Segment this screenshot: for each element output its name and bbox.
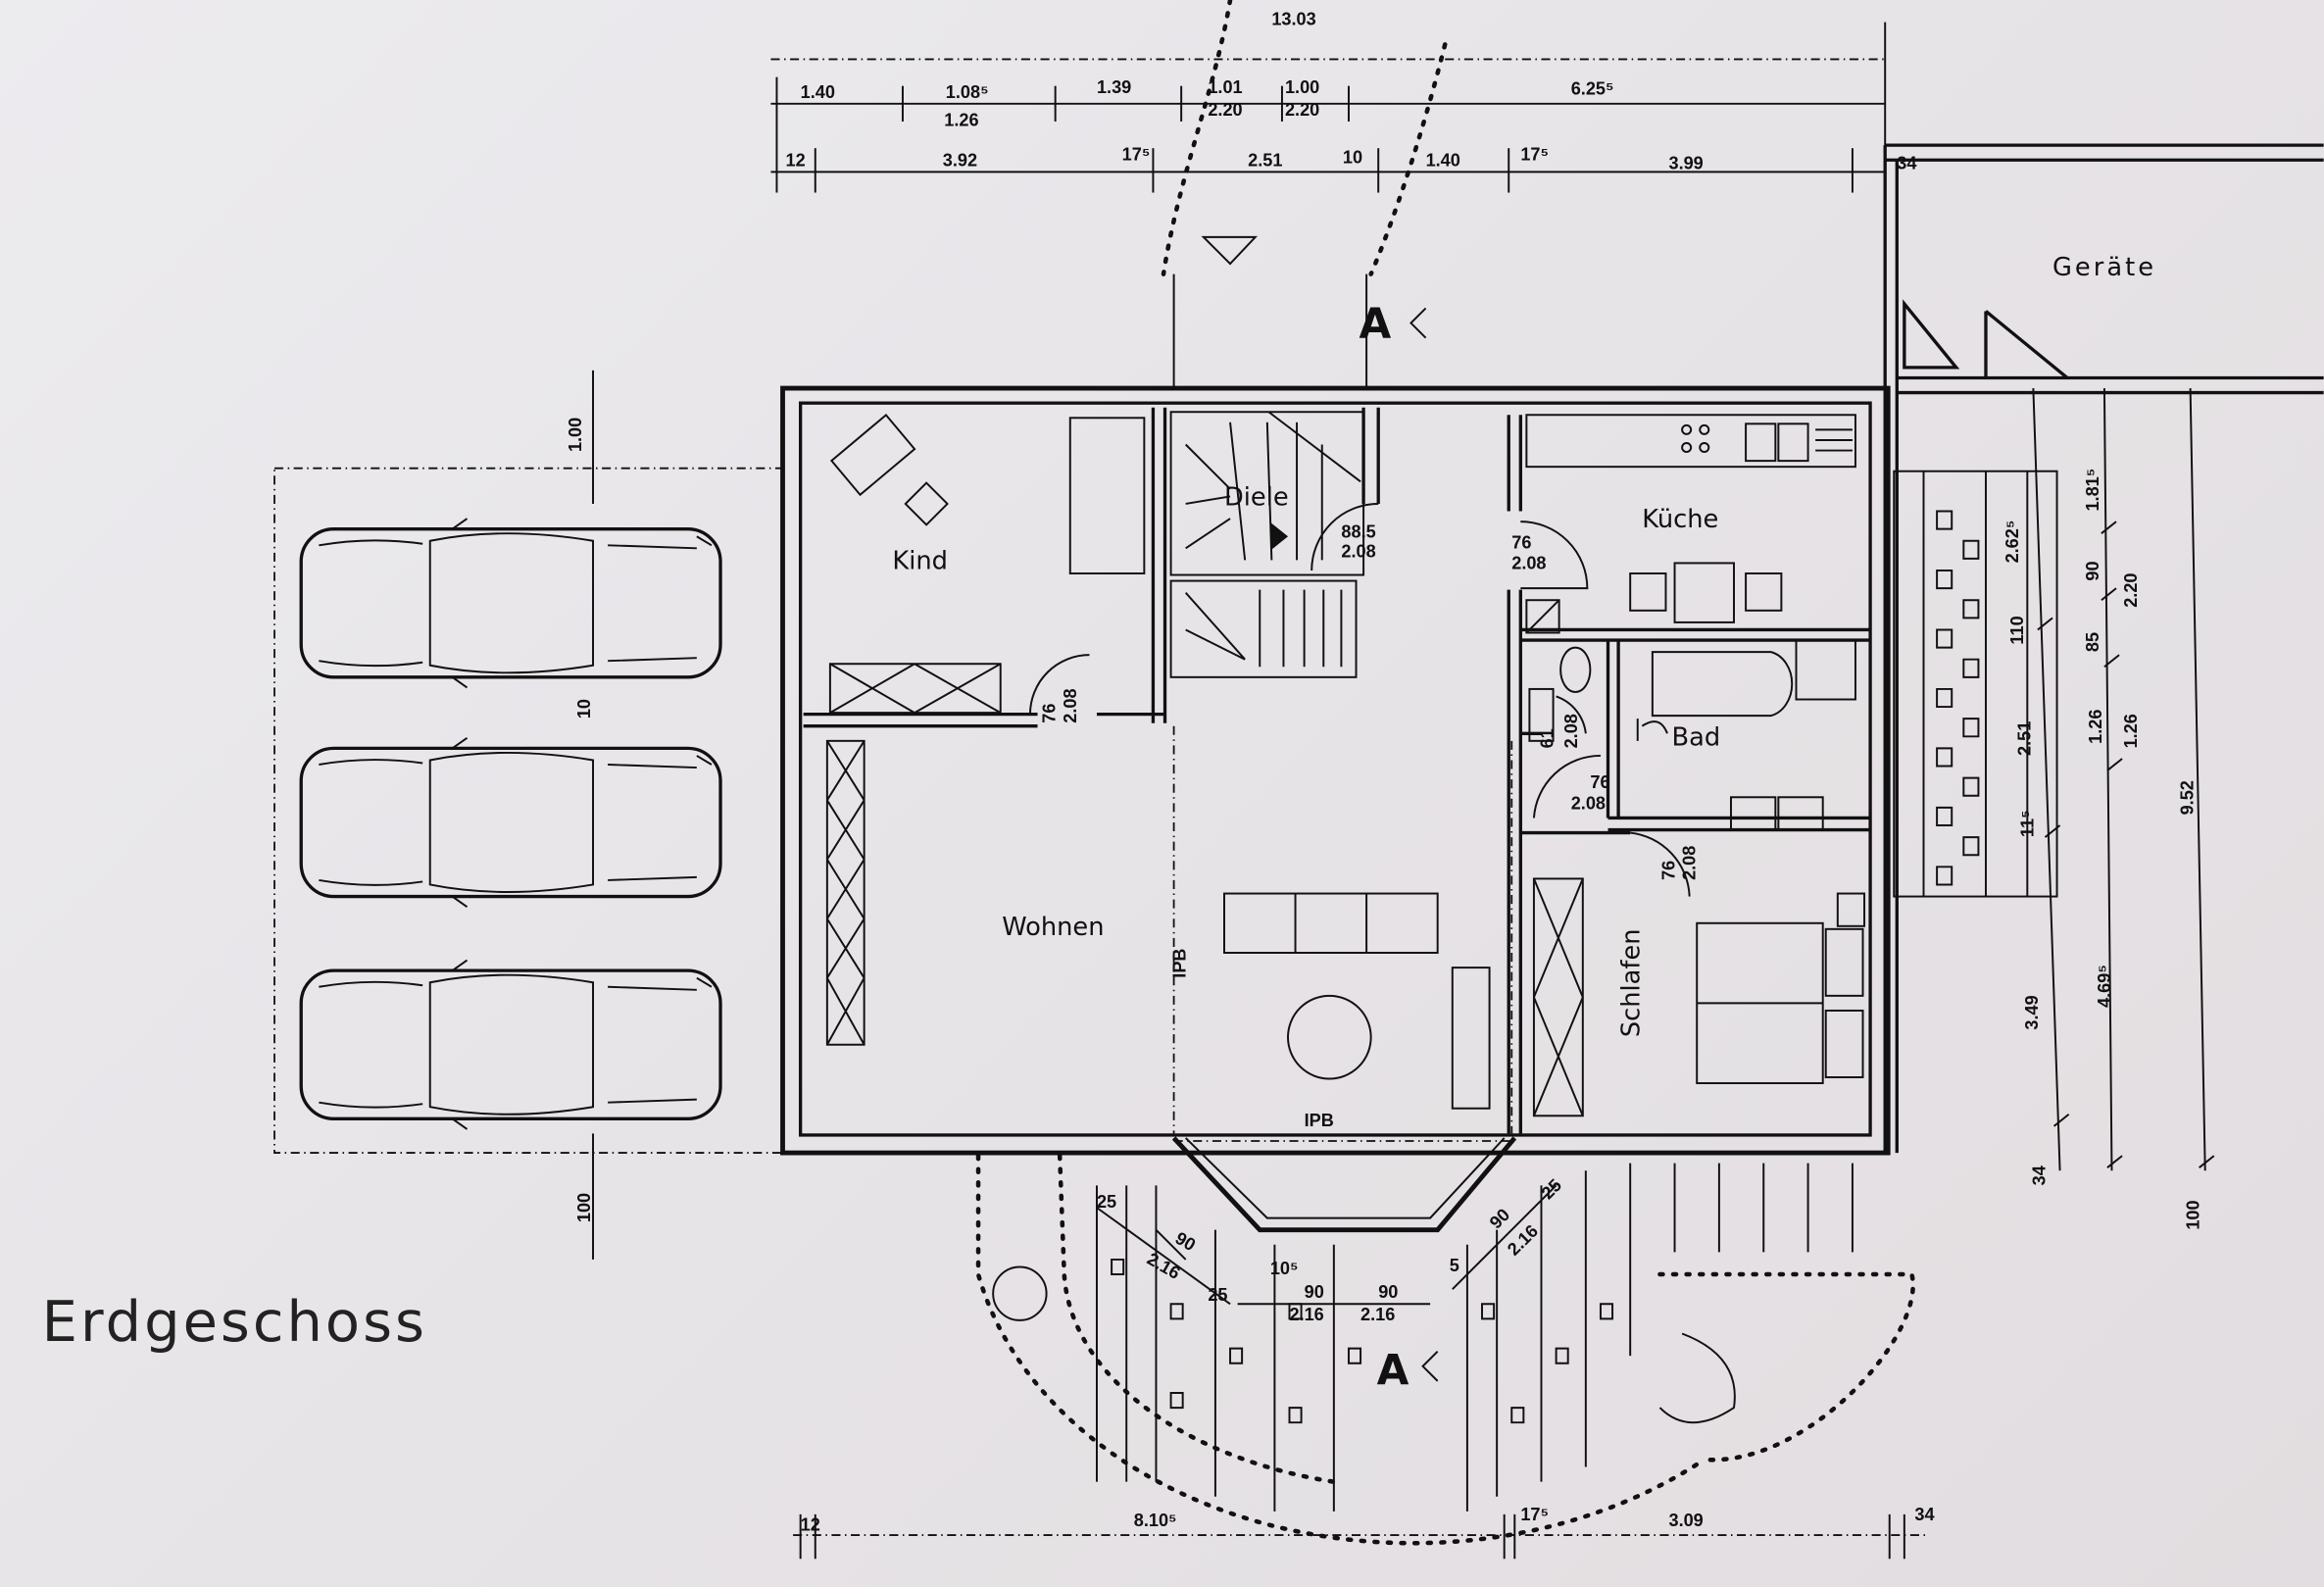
beam-label: IPB xyxy=(1305,1111,1334,1130)
dim-top: 1.39 xyxy=(1097,77,1131,97)
bay-dim: 90 xyxy=(1378,1282,1398,1302)
dim-top: 2.20 xyxy=(1208,100,1242,120)
door-dim-diele: 2.08 xyxy=(1341,541,1375,561)
interior-walls xyxy=(803,407,1871,1134)
house-exterior-walls xyxy=(780,385,1891,1156)
dim-top: 12 xyxy=(786,150,806,170)
bottom-dim: 17⁵ xyxy=(1520,1505,1549,1524)
side-paving xyxy=(1893,470,2058,898)
carport-dim: 10 xyxy=(574,699,594,719)
bay-dim: 90 xyxy=(1486,1205,1513,1232)
dim-top: 3.92 xyxy=(943,150,977,170)
room-label-wohnen: Wohnen xyxy=(1002,913,1104,942)
door-dim-kind: 2.08 xyxy=(1061,688,1080,722)
right-dim: 9.52 xyxy=(2178,780,2198,815)
carport-dim: 1.00 xyxy=(566,418,585,452)
bay-dim: 2.16 xyxy=(1360,1305,1395,1324)
section-mark-top: A xyxy=(1360,300,1392,348)
bay-dim: 90 xyxy=(1305,1282,1324,1302)
dim-top: 3.99 xyxy=(1668,153,1703,173)
geraete-shed xyxy=(1883,143,2324,1154)
dim-top: 2.51 xyxy=(1248,150,1282,170)
dim-top: 34 xyxy=(1897,153,1916,173)
bottom-dim: 12 xyxy=(801,1515,820,1535)
right-dim: 1.81⁵ xyxy=(2083,469,2102,512)
bay-dim: 25 xyxy=(1097,1192,1116,1212)
dim-overall: 13.03 xyxy=(1271,10,1315,29)
section-arrow-icon xyxy=(1421,1350,1439,1382)
right-dim: 90 xyxy=(2083,561,2102,580)
entrance-path-border xyxy=(1161,0,1448,389)
bottom-dim: 3.09 xyxy=(1668,1511,1703,1530)
right-dim: 2.62⁵ xyxy=(2003,521,2022,564)
top-dimension-lines xyxy=(770,22,1887,193)
room-label-kueche: Küche xyxy=(1642,505,1718,534)
room-label-geraete: Geräte xyxy=(2052,253,2156,282)
right-dim: 3.49 xyxy=(2022,995,2042,1029)
door-dim-wc: 61 xyxy=(1538,728,1558,748)
section-mark-bottom: A xyxy=(1377,1346,1409,1394)
terrace xyxy=(975,1153,1915,1546)
dim-top: 17⁵ xyxy=(1520,144,1549,164)
dim-top: 1.00 xyxy=(1285,77,1319,97)
bay-window xyxy=(1171,1136,1517,1233)
room-label-schlafen: Schlafen xyxy=(1616,928,1646,1037)
right-dim: 1.26 xyxy=(2121,714,2141,748)
door-dim-kueche: 2.08 xyxy=(1511,553,1546,572)
dim-top: 2.20 xyxy=(1285,100,1319,120)
parked-car-3 xyxy=(299,958,722,1131)
right-dim: 1.26 xyxy=(2086,710,2105,744)
dim-top: 1.40 xyxy=(1426,150,1460,170)
dim-top: 1.40 xyxy=(801,82,835,102)
beam-label: IPB xyxy=(1170,948,1190,977)
staircase xyxy=(1169,411,1365,678)
bay-dim: 2.16 xyxy=(1144,1249,1184,1283)
bottom-dim: 8.10⁵ xyxy=(1134,1511,1177,1530)
door-dim-kueche: 76 xyxy=(1511,532,1531,552)
right-dimension-lines xyxy=(2032,388,2215,1171)
room-label-bad: Bad xyxy=(1672,722,1721,752)
door-dim-schlafen: 76 xyxy=(1659,861,1679,880)
parked-car-2 xyxy=(299,736,722,909)
parked-car-1 xyxy=(299,518,722,689)
section-arrow-icon xyxy=(1409,307,1427,339)
door-dim-diele: 88.5 xyxy=(1341,522,1375,542)
bottom-dim: 34 xyxy=(1914,1505,1934,1524)
floor-title: Erdgeschoss xyxy=(42,1289,427,1355)
dim-top: 1.08⁵ xyxy=(946,82,989,102)
dim-top: 1.01 xyxy=(1208,77,1242,97)
room-label-diele: Diele xyxy=(1224,482,1289,512)
dim-top: 6.25⁵ xyxy=(1571,79,1614,99)
dim-top: 17⁵ xyxy=(1122,144,1151,164)
bottom-dimension-lines xyxy=(793,1513,1927,1560)
right-dim: 11⁵ xyxy=(2017,810,2037,837)
dim-top: 1.26 xyxy=(944,110,978,129)
bay-dim: 5 xyxy=(1450,1256,1459,1275)
furniture xyxy=(825,414,1866,1117)
carport-dim: 100 xyxy=(574,1193,594,1222)
right-dim: 4.69⁵ xyxy=(2095,965,2114,1008)
right-dim: 2.20 xyxy=(2121,573,2141,608)
right-dim: 2.51 xyxy=(2014,721,2034,756)
dim-top: 10 xyxy=(1343,147,1362,167)
door-dim-bad: 76 xyxy=(1590,772,1609,792)
bay-dim: 2.16 xyxy=(1504,1221,1542,1260)
room-label-kind: Kind xyxy=(892,546,948,575)
door-dim-wc: 2.08 xyxy=(1561,714,1581,748)
door-dim-bad: 2.08 xyxy=(1571,793,1606,813)
bay-dim: 25 xyxy=(1208,1285,1227,1305)
right-dim: 34 xyxy=(2029,1165,2049,1185)
right-dim: 110 xyxy=(2007,616,2027,644)
door-swings xyxy=(1028,502,1691,897)
bay-dim: 10⁵ xyxy=(1270,1259,1299,1278)
door-dim-kind: 76 xyxy=(1040,704,1060,723)
right-dim: 100 xyxy=(2184,1200,2203,1229)
door-dim-schlafen: 2.08 xyxy=(1680,846,1700,880)
bay-dim: 2.16 xyxy=(1290,1305,1324,1324)
carport-outline xyxy=(273,467,784,1154)
right-dim: 85 xyxy=(2083,632,2102,652)
